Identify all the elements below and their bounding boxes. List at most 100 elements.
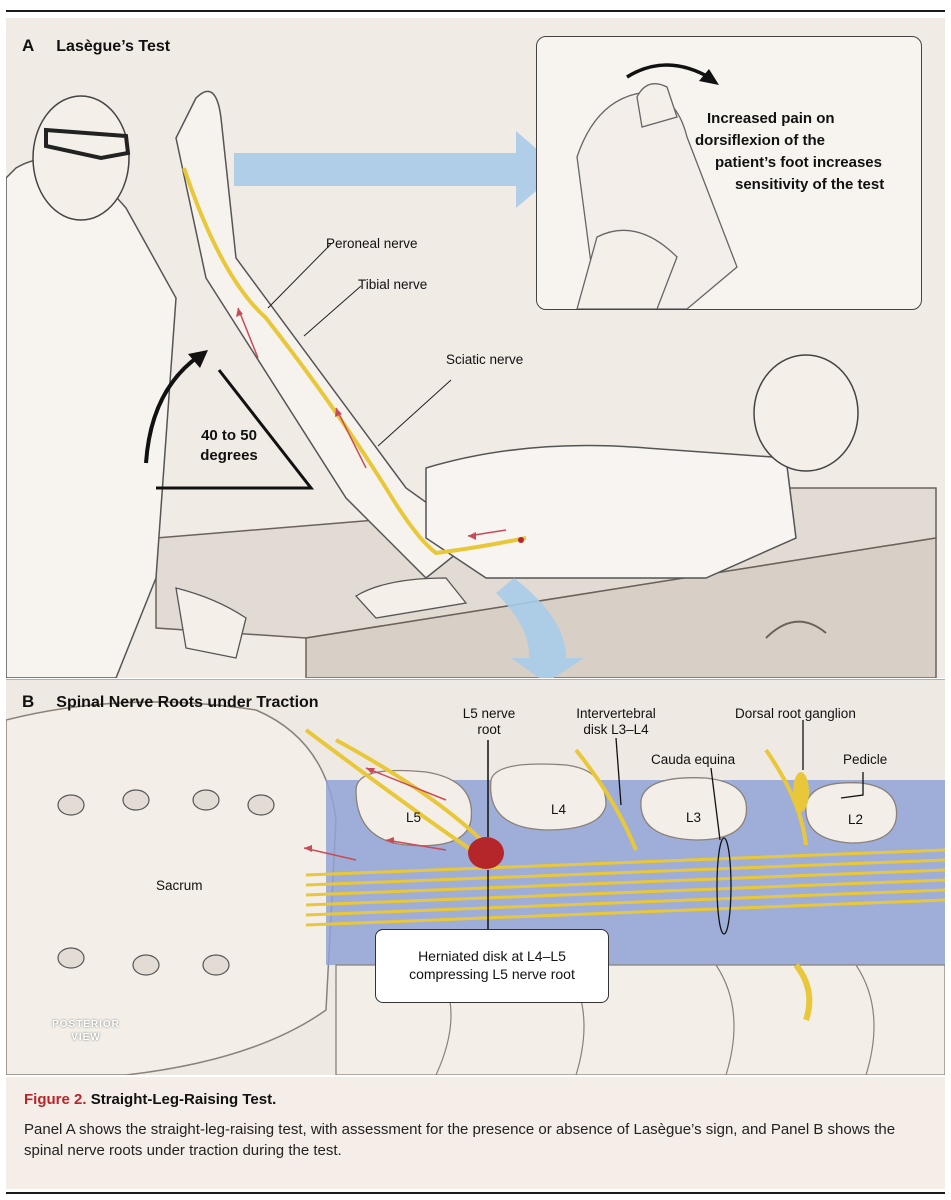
l3-nerve-root [764, 748, 808, 846]
label-l5-nerve-root-line1: L5 nerve [462, 706, 516, 721]
leader-pedicle [840, 772, 864, 799]
sacral-foramen-3 [192, 789, 220, 811]
sacral-foramen-6 [132, 954, 160, 976]
angle-arc-arrow [144, 354, 201, 464]
label-disk-line1: Intervertebral [576, 706, 656, 721]
posterior-view-line1: POSTERIOR [52, 1019, 120, 1030]
label-disk-line2: disk L3–L4 [583, 722, 649, 737]
inset-text-line3: patient’s foot increases [715, 154, 882, 171]
inset-hand [576, 229, 678, 309]
lower-nerve-root [793, 963, 813, 1021]
panel-a-heading: A Lasègue’s Test [22, 36, 170, 56]
traction-arrow-3-head [468, 532, 476, 540]
traction-arrow-1 [237, 307, 259, 359]
panel-a-title: Lasègue’s Test [56, 38, 171, 55]
angle-arc-arrowhead [188, 350, 208, 368]
inset-text-line1: Increased pain on [707, 110, 835, 127]
caption-figure-title: Straight-Leg-Raising Test. [90, 1091, 277, 1108]
panel-a: A Lasègue’s Test Peroneal nerve Tibial ne… [6, 18, 945, 678]
exam-table-base [305, 537, 937, 678]
leader-cauda [710, 767, 721, 841]
sciatic-nerve-path [182, 167, 527, 556]
label-dorsal-root-ganglion: Dorsal root ganglion [735, 706, 856, 721]
label-l5-nerve-root-line2: root [477, 722, 501, 737]
label-vertebra-l2: L2 [848, 812, 864, 827]
panel-separator [6, 679, 945, 680]
l4-nerve-root [574, 748, 638, 851]
panel-b-traction-1 [365, 767, 447, 801]
traction-arrow-2-head [335, 408, 342, 417]
doctor-head [32, 95, 130, 221]
label-pedicle: Pedicle [843, 752, 888, 767]
caption-figure-label: Figure 2. [24, 1091, 87, 1108]
leader-sciatic [377, 379, 452, 447]
angle-label-line1: 40 to 50 [201, 427, 257, 444]
sacral-foramen-5 [57, 947, 85, 969]
label-sacrum: Sacrum [156, 878, 203, 893]
cauda-equina-marker [716, 837, 732, 935]
inset-text-line2: dorsiflexion of the [695, 132, 826, 149]
herniated-disk [468, 837, 504, 869]
dorsal-root-ganglion [793, 772, 809, 812]
angle-triangle [156, 369, 315, 490]
panel-b-traction-1-head [366, 768, 375, 774]
panel-b-letter: B [22, 692, 35, 711]
label-tibial-nerve: Tibial nerve [358, 277, 428, 292]
panel-b: B Spinal Nerve Roots under Traction L5 ne… [6, 680, 945, 1075]
label-cauda-equina: Cauda equina [651, 752, 736, 767]
figure-caption: Figure 2. Straight-Leg-Raising Test. Pan… [6, 1077, 945, 1189]
doctor-coat [6, 158, 177, 678]
inset-text-line4: sensitivity of the test [735, 176, 885, 193]
bottom-rule [6, 1192, 945, 1194]
label-peroneal-nerve: Peroneal nerve [326, 236, 418, 251]
vertebra-l2 [805, 782, 898, 844]
label-sciatic-nerve: Sciatic nerve [446, 352, 524, 367]
leader-peroneal [267, 243, 332, 309]
panel-b-traction-2-head [386, 837, 394, 844]
label-intervertebral-disk: Intervertebral disk L3–L4 [566, 706, 666, 738]
sacral-foramen-2 [122, 789, 150, 811]
sacral-foramen-7 [202, 954, 230, 976]
doctor-hand-lower [175, 587, 247, 659]
patient-head [753, 354, 859, 472]
patient-hand [354, 577, 468, 619]
sacral-foramen-1 [57, 794, 85, 816]
caption-title: Figure 2. Straight-Leg-Raising Test. [24, 1091, 276, 1108]
vertebra-l3 [640, 777, 748, 841]
panel-b-illustration [6, 701, 945, 1075]
callout-line1: Herniated disk at L4–L5 [418, 948, 566, 964]
blue-arrow-to-panel-b [496, 578, 584, 678]
table-handle [765, 620, 827, 639]
cauda-equina-fibers [305, 848, 945, 927]
panel-b-traction-2 [385, 839, 447, 851]
doctor-glasses [44, 127, 131, 161]
inset-rotation-arc [626, 63, 713, 81]
panel-b-traction-3 [303, 847, 357, 861]
dorsiflexion-inset: Increased pain on dorsiflexion of the pa… [536, 36, 922, 310]
panel-a-illustration [6, 90, 937, 678]
label-vertebra-l4: L4 [551, 802, 567, 817]
inset-illustration [576, 63, 738, 309]
leader-disk [615, 737, 622, 806]
lamina-edges [435, 964, 875, 1075]
patient-torso [425, 444, 797, 579]
traction-arrow-2 [335, 407, 367, 469]
leader-tibial [303, 285, 362, 337]
herniated-disk-callout: Herniated disk at L4–L5 compressing L5 n… [375, 929, 609, 1003]
panel-b-title: Spinal Nerve Roots under Traction [56, 694, 319, 711]
label-vertebra-l3: L3 [686, 810, 702, 825]
traction-arrow-1-head [236, 308, 243, 317]
panel-b-heading: B Spinal Nerve Roots under Traction [22, 692, 319, 712]
posterior-view-line2: VIEW [71, 1032, 101, 1043]
inset-toes [636, 83, 678, 128]
top-rule [6, 10, 945, 12]
angle-label-line2: degrees [200, 447, 258, 464]
sacrum-bone [6, 701, 337, 1075]
sacral-foramen-4 [247, 794, 275, 816]
angle-label: 40 to 50 degrees [174, 426, 284, 466]
posterior-view-label: POSTERIOR VIEW [52, 1018, 120, 1044]
lumbar-origin-dot [518, 537, 524, 543]
panel-a-letter: A [22, 36, 35, 55]
blue-arrow-to-inset [234, 131, 561, 208]
label-vertebra-l5: L5 [406, 810, 422, 825]
